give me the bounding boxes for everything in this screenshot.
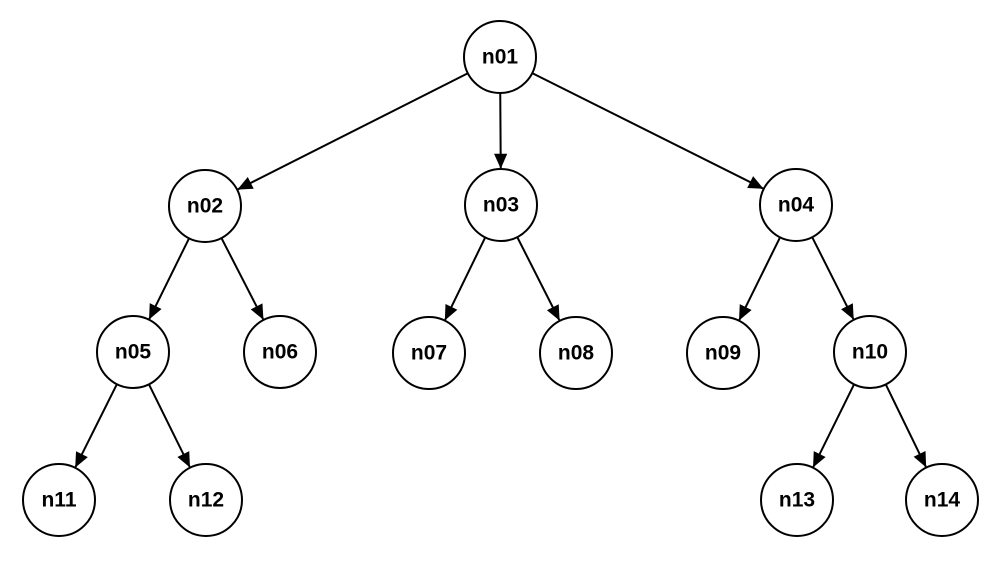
tree-node-n03: n03 (464, 168, 538, 242)
edge-n03-n08 (516, 236, 561, 321)
node-label-n13: n13 (779, 489, 815, 512)
tree-node-n06: n06 (243, 315, 317, 389)
edge-n02-n06 (220, 237, 264, 320)
tree-node-n01: n01 (463, 20, 537, 94)
tree-node-n08: n08 (539, 316, 613, 390)
tree-node-n11: n11 (22, 463, 96, 537)
tree-node-n12: n12 (169, 463, 243, 537)
node-circle-n10 (833, 315, 907, 389)
node-circle-n06 (243, 315, 317, 389)
node-circle-n02 (168, 169, 242, 243)
edge-n10-n14 (884, 383, 927, 468)
node-label-n11: n11 (41, 489, 76, 512)
node-circle-n03 (464, 168, 538, 242)
tree-node-n02: n02 (168, 169, 242, 243)
edge-n01-n04 (531, 72, 764, 190)
node-label-n04: n04 (778, 194, 815, 217)
node-circle-n08 (539, 316, 613, 390)
tree-node-n05: n05 (96, 315, 170, 389)
tree-node-n09: n09 (686, 316, 760, 390)
edge-n04-n09 (738, 236, 781, 321)
node-label-n12: n12 (188, 489, 224, 512)
edge-n01-n03 (494, 92, 508, 169)
node-circle-n04 (759, 168, 833, 242)
edges-layer (74, 72, 927, 468)
node-circle-n11 (22, 463, 96, 537)
tree-node-n04: n04 (759, 168, 833, 242)
tree-node-n13: n13 (760, 463, 834, 537)
node-circle-n13 (760, 463, 834, 537)
node-circle-n12 (169, 463, 243, 537)
node-label-n14: n14 (924, 489, 961, 512)
edge-n03-n07 (444, 236, 487, 321)
node-label-n02: n02 (187, 195, 223, 218)
tree-node-n07: n07 (392, 316, 466, 390)
nodes-layer: n01 n02 n03 n04 n05 n06 n07 n08 n09 n10 n11 n12 n13 n… (22, 20, 979, 537)
node-circle-n09 (686, 316, 760, 390)
tree-node-n14: n14 (905, 463, 979, 537)
tree-node-n10: n10 (833, 315, 907, 389)
node-circle-n14 (905, 463, 979, 537)
node-label-n10: n10 (852, 341, 888, 364)
edge-n05-n12 (148, 383, 191, 468)
edge-n10-n13 (812, 383, 855, 468)
node-circle-n07 (392, 316, 466, 390)
node-label-n03: n03 (483, 194, 519, 217)
node-circle-n05 (96, 315, 170, 389)
node-label-n05: n05 (115, 341, 152, 364)
node-label-n01: n01 (482, 46, 519, 69)
node-circle-n01 (463, 20, 537, 94)
node-label-n07: n07 (411, 342, 447, 365)
edge-n05-n11 (74, 383, 118, 468)
edge-n02-n05 (148, 237, 190, 320)
node-label-n09: n09 (705, 342, 741, 365)
edge-n04-n10 (811, 236, 855, 320)
edge-n01-n02 (237, 72, 469, 191)
node-label-n06: n06 (262, 341, 298, 364)
node-label-n08: n08 (558, 342, 595, 365)
